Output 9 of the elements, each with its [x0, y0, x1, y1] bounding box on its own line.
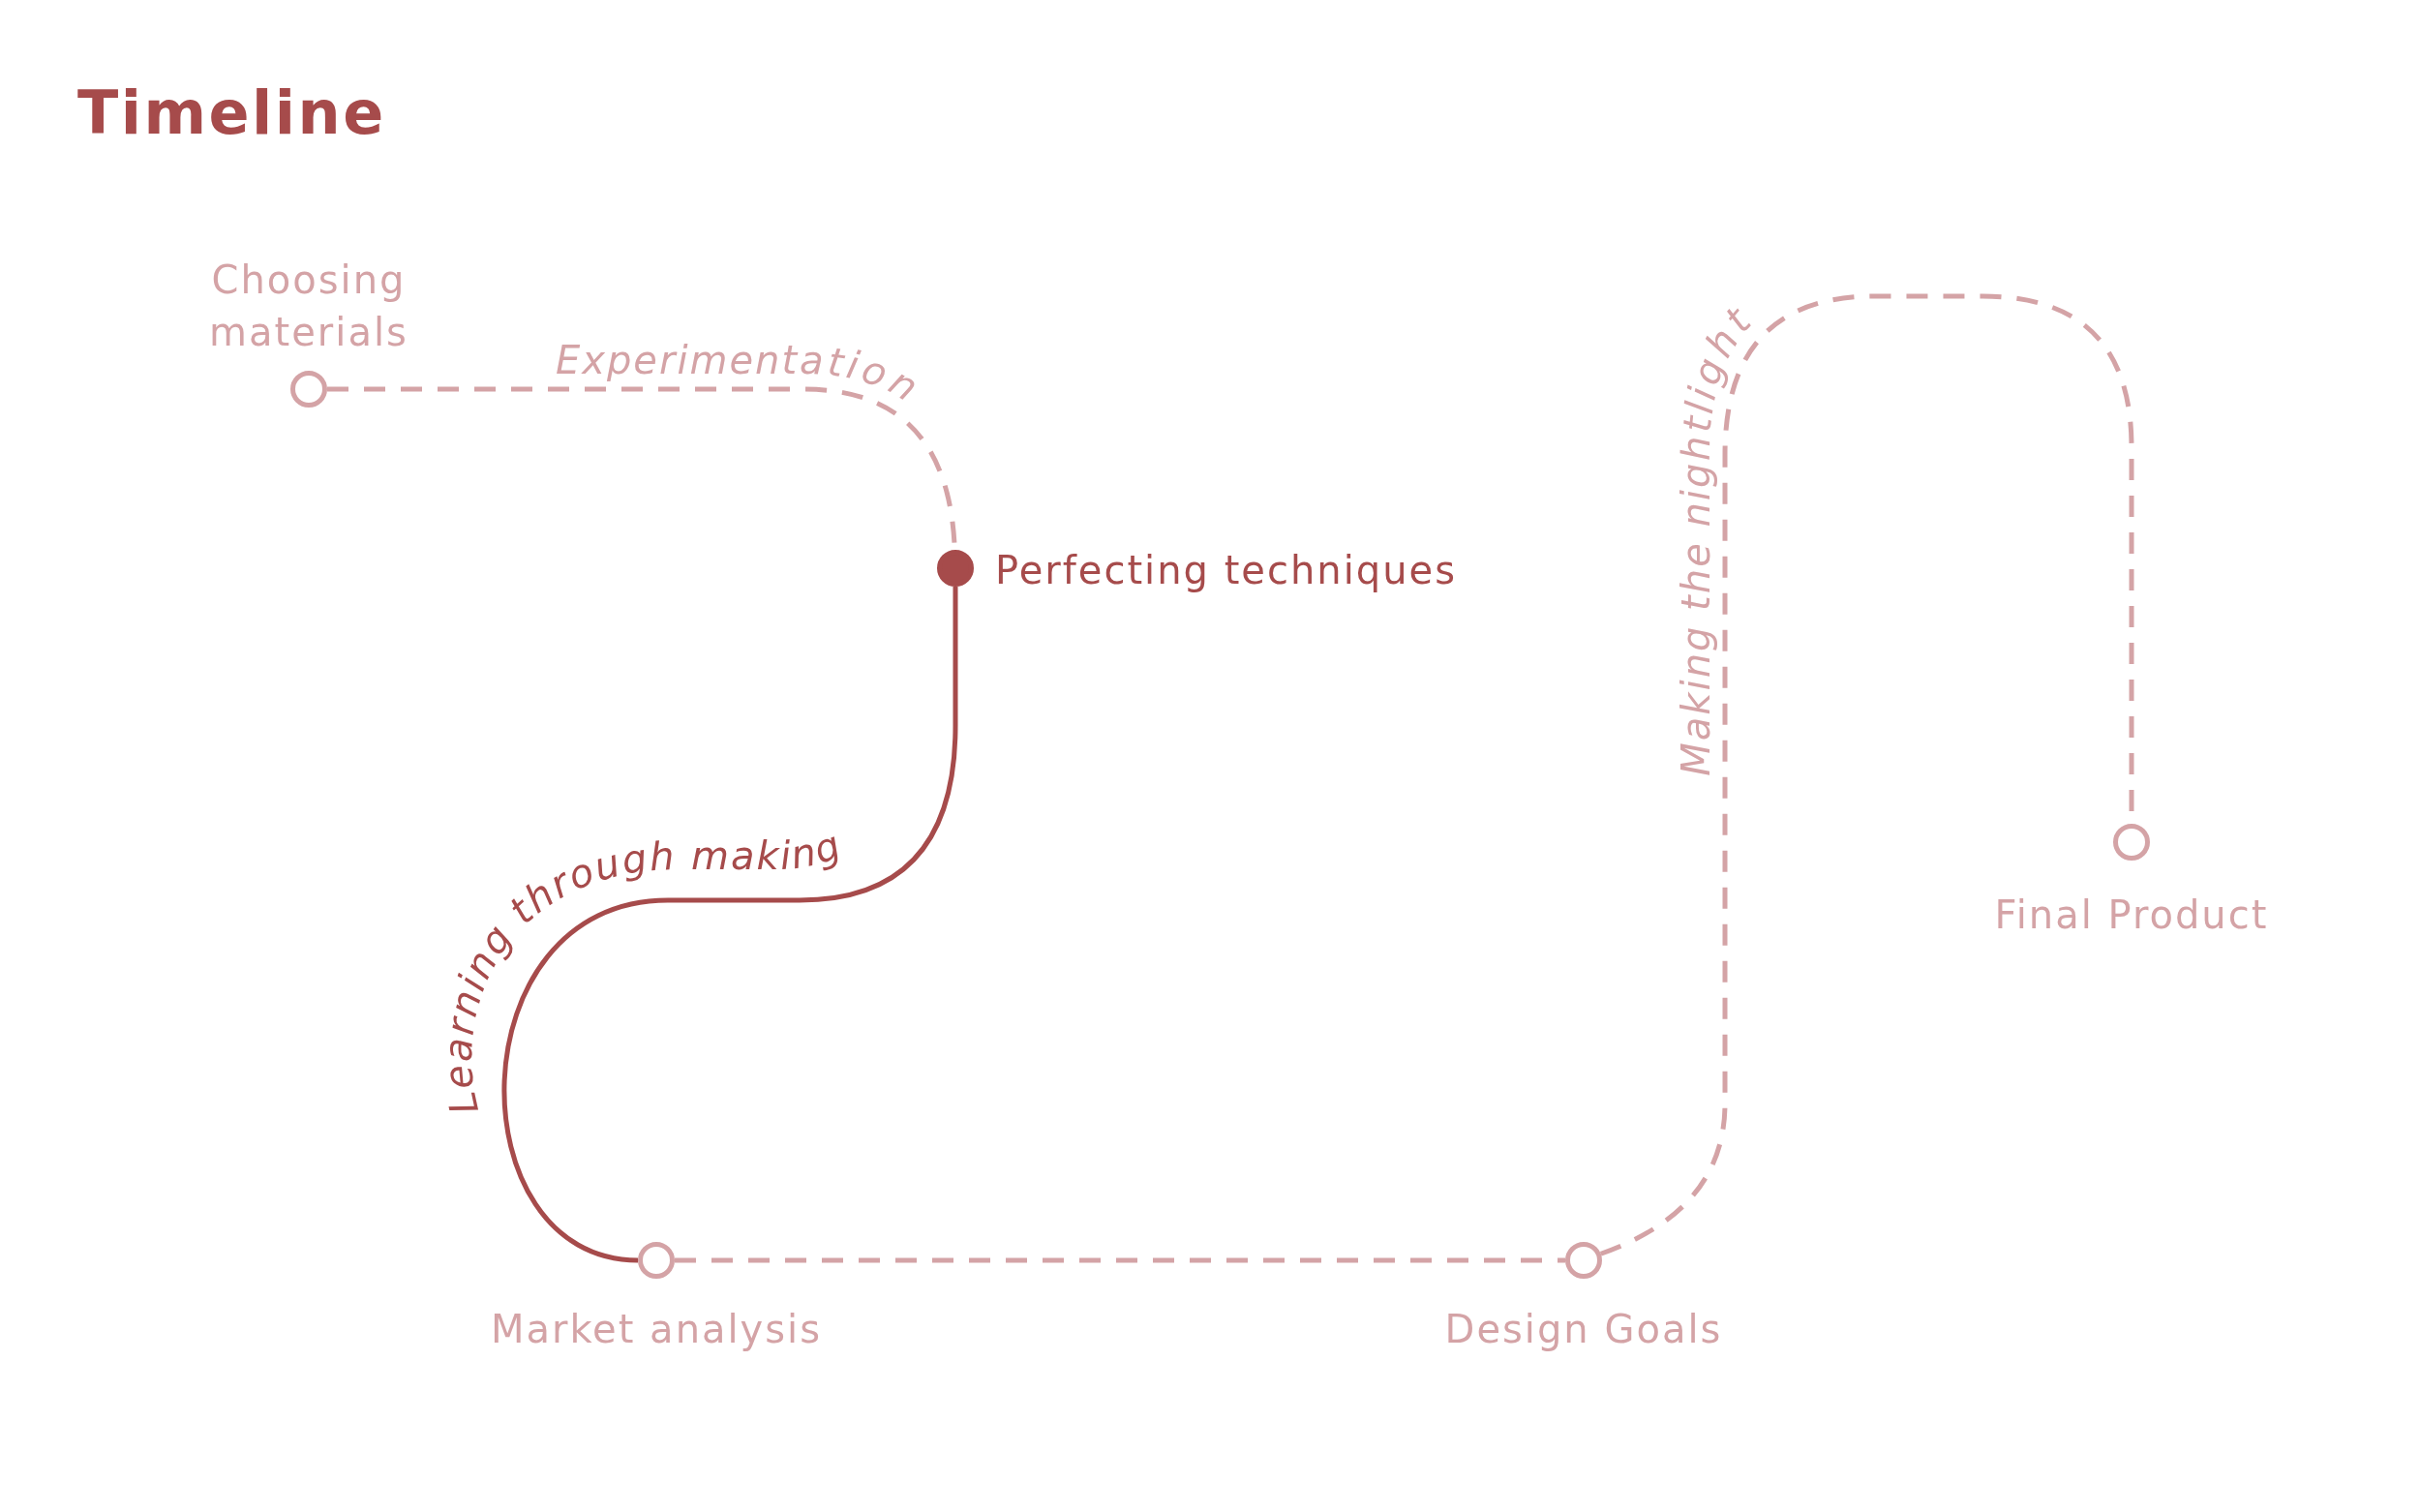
- timeline-path: [675, 1257, 1565, 1263]
- milestone-label: Market analysis: [489, 1306, 824, 1353]
- timeline-path: [501, 587, 958, 1263]
- milestone-label: Choosing materials: [208, 257, 409, 356]
- milestone-label: Final Product: [1993, 892, 2270, 939]
- milestone-label: Perfecting techniques: [995, 547, 1458, 594]
- milestone-label: Design Goals: [1443, 1306, 1724, 1353]
- edge-label: Experimentation: [556, 337, 928, 411]
- title: Timeline: [77, 76, 386, 150]
